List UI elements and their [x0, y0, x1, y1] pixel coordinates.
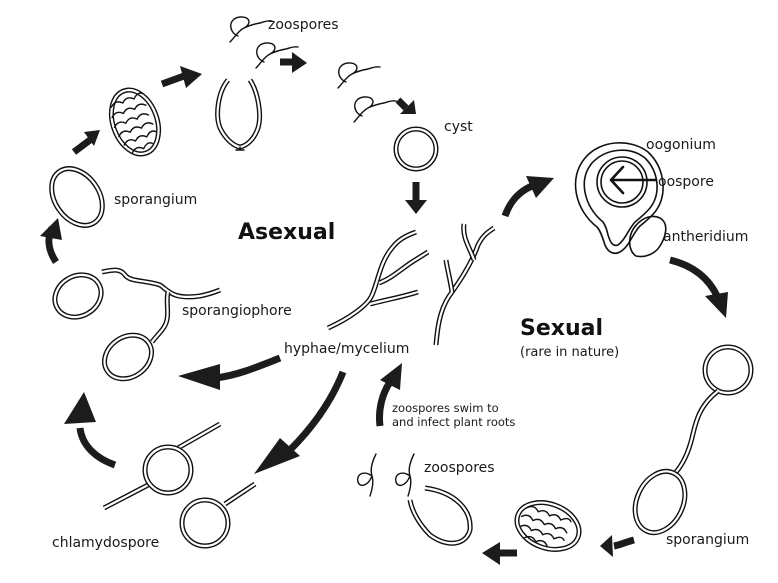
- label-zoospores-top: zoospores: [268, 17, 339, 33]
- chlamydospore-icon: [102, 421, 222, 511]
- title-asexual: Asexual: [238, 220, 336, 245]
- label-oospore: oospore: [658, 174, 714, 190]
- title-sexual: Sexual: [520, 316, 604, 341]
- label-sporangiophore: sporangiophore: [182, 303, 292, 319]
- note-infection-line2: and infect plant roots: [392, 415, 516, 430]
- empty-sporangium-top-icon: [215, 78, 263, 151]
- antheridium-icon: [628, 215, 667, 258]
- arrow-icon: [64, 392, 117, 469]
- label-zoospores-bottom: zoospores: [424, 460, 495, 476]
- arrow-icon: [482, 542, 517, 565]
- note-infection-line1: zoospores swim to: [392, 401, 499, 415]
- sporangiophore-icon: [52, 267, 221, 382]
- zoospore-icon: [394, 453, 415, 497]
- arrow-icon: [405, 182, 427, 214]
- sporangium-sexual-icon: [632, 344, 754, 536]
- empty-sporangium-bottom-icon: [407, 485, 473, 546]
- zoospore-icon: [356, 453, 377, 497]
- label-oogonium: oogonium: [646, 137, 716, 153]
- arrow-icon: [280, 52, 307, 73]
- label-hyphae-mycelium: hyphae/mycelium: [284, 341, 410, 357]
- zoospore-icon: [353, 96, 397, 123]
- sporangium-left-icon: [49, 166, 105, 228]
- arrow-icon: [178, 354, 282, 390]
- label-cyst: cyst: [444, 119, 473, 135]
- arrow-icon: [669, 256, 728, 318]
- label-chlamydospore: chlamydospore: [52, 535, 160, 551]
- arrow-icon: [501, 176, 554, 218]
- sporangium-with-zoospores-bottom-icon: [514, 500, 582, 552]
- oospore-pointer-icon: [609, 165, 658, 195]
- arrow-icon: [254, 370, 347, 474]
- label-sporangium-bottom: sporangium: [666, 532, 750, 548]
- arrow-icon: [395, 97, 416, 114]
- arrow-icon: [160, 66, 202, 88]
- note-infection: zoospores swim to and infect plant roots: [392, 401, 515, 430]
- arrow-icon: [376, 363, 402, 427]
- sporangium-with-zoospores-icon: [108, 87, 162, 157]
- arrow-icon: [40, 218, 62, 264]
- arrow-icon: [71, 130, 100, 155]
- chlamydospore-icon: [179, 481, 257, 549]
- oogonium-icon: [574, 142, 664, 255]
- cyst-icon: [393, 126, 439, 172]
- zoospore-icon: [337, 62, 381, 89]
- label-sporangium-left: sporangium: [114, 192, 198, 208]
- subtitle-sexual: (rare in nature): [520, 345, 620, 360]
- arrow-icon: [600, 535, 635, 557]
- hyphae-icon: [326, 223, 496, 346]
- label-antheridium: antheridium: [663, 229, 749, 245]
- zoospore-icon: [229, 16, 273, 43]
